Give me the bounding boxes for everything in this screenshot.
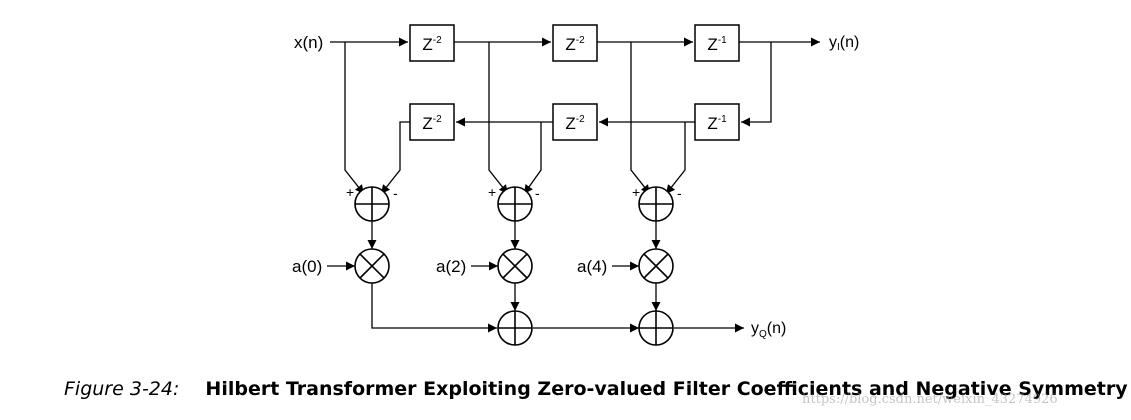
svg-text:Z-2: Z-2 <box>422 35 442 54</box>
output-adder-2 <box>638 310 674 346</box>
minus-sign: - <box>535 185 540 201</box>
svg-text:Z-2: Z-2 <box>565 35 585 54</box>
coefficient-label-a4: a(4) <box>577 257 607 276</box>
delay-block-bottom-3: Z-1 <box>694 103 740 141</box>
adder-3: + - <box>632 184 682 222</box>
figure-title: Hilbert Transformer Exploiting Zero-valu… <box>205 378 1128 400</box>
multiplier-2 <box>497 248 533 284</box>
plus-sign: + <box>488 184 496 200</box>
output-adder-1 <box>497 310 533 346</box>
delay-block-bottom-1: Z-2 <box>409 103 455 141</box>
delay-block-top-1: Z-2 <box>409 24 455 62</box>
adder-1: + - <box>346 184 398 222</box>
plus-tap-wires <box>344 42 651 195</box>
adder-2: + - <box>488 184 540 222</box>
figure-caption: Figure 3-24: Hilbert Transformer Exploit… <box>64 378 1128 400</box>
watermark: https://blog.csdn.net/weixin_43274926 <box>802 392 1058 407</box>
svg-text:Z-2: Z-2 <box>565 114 585 133</box>
multiplier-1 <box>354 248 390 284</box>
input-label: x(n) <box>294 33 323 52</box>
coefficient-label-a2: a(2) <box>436 257 466 276</box>
svg-text:Z-1: Z-1 <box>707 114 727 133</box>
svg-text:Z-2: Z-2 <box>422 114 442 133</box>
delay-block-top-3: Z-1 <box>694 24 740 62</box>
svg-text:Z-1: Z-1 <box>707 35 727 54</box>
minus-tap-wires <box>380 121 686 195</box>
output-q-label: yQ(n) <box>751 320 786 340</box>
delay-block-bottom-2: Z-2 <box>552 103 598 141</box>
coefficient-label-a0: a(0) <box>292 257 322 276</box>
delay-block-top-2: Z-2 <box>552 24 598 62</box>
plus-sign: + <box>346 184 354 200</box>
figure-number: Figure 3-24: <box>64 378 180 400</box>
output-i-label: yI(n) <box>829 34 859 53</box>
loopback-wire <box>741 42 772 127</box>
minus-sign: - <box>677 185 682 201</box>
output-sum-path <box>371 283 744 333</box>
plus-sign: + <box>632 184 640 200</box>
hilbert-transformer-diagram: Z-2 Z-2 Z-1 Z-1 Z-2 Z-2 + - + - + <box>292 24 859 346</box>
adder-to-multiplier-wires <box>367 221 661 249</box>
minus-sign: - <box>393 185 398 201</box>
multiplier-3 <box>638 248 674 284</box>
